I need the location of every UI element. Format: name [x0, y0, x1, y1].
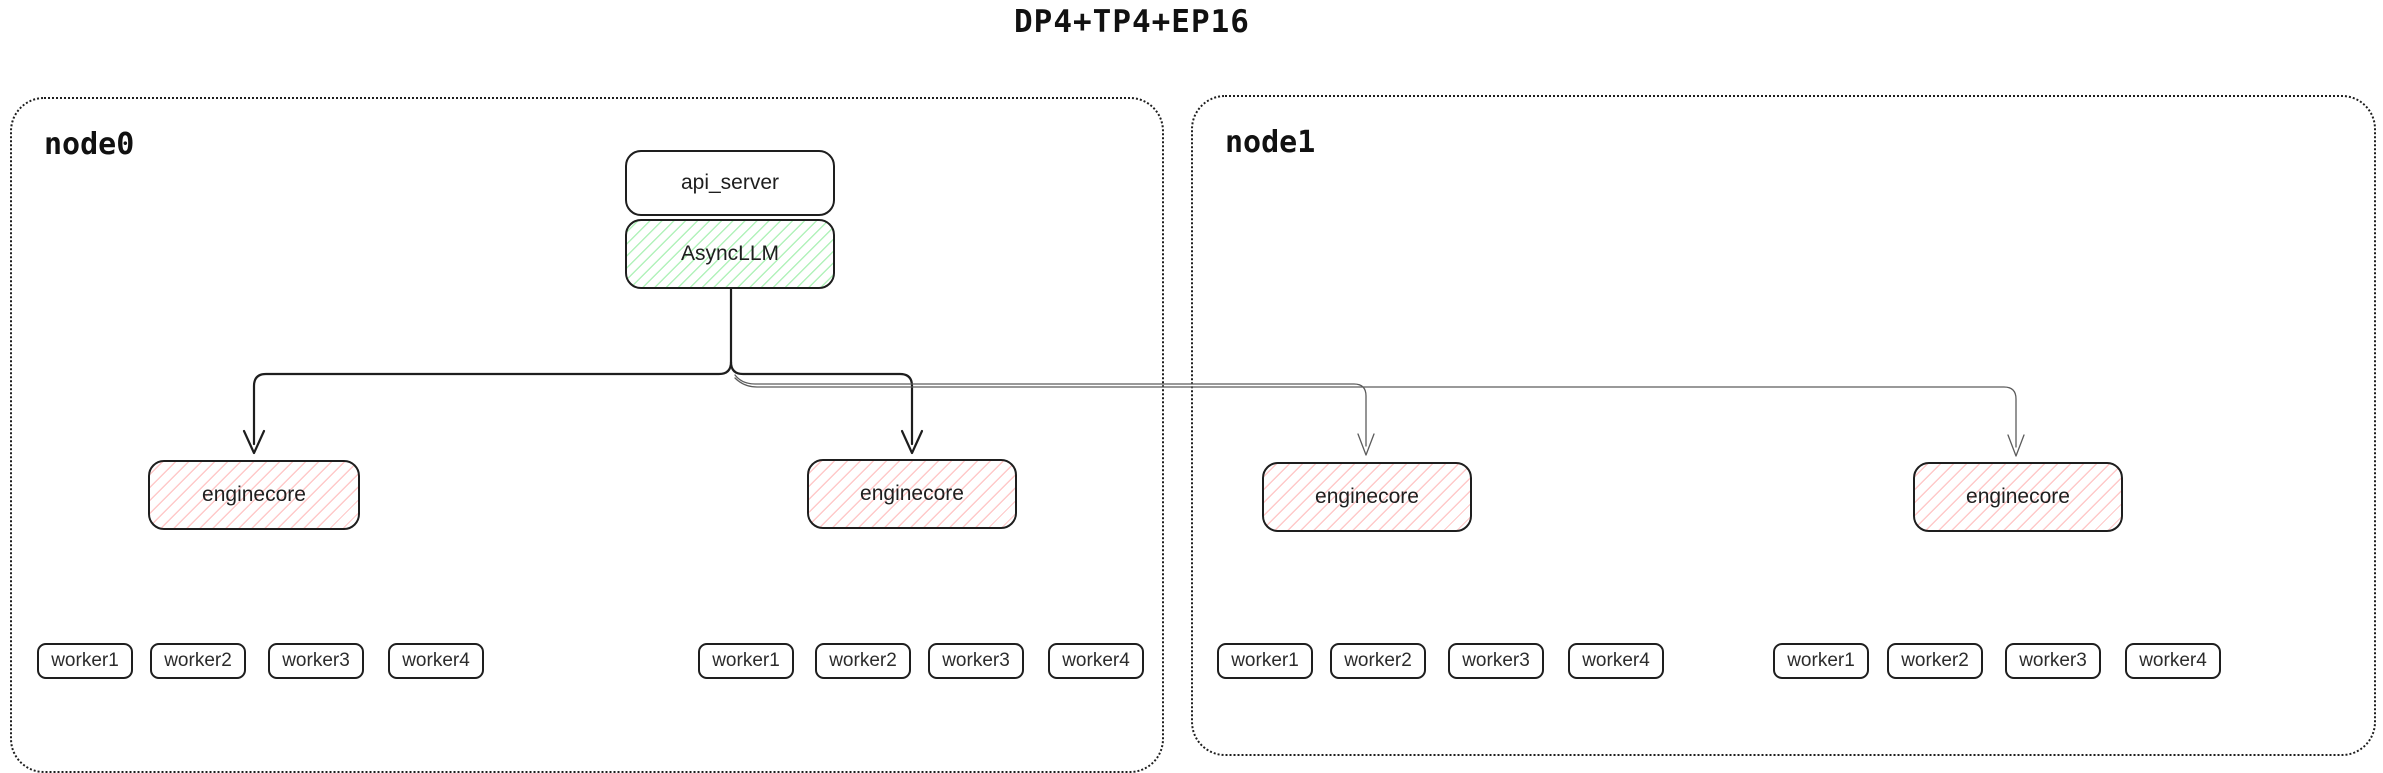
- worker-box: worker4: [1048, 643, 1144, 679]
- asyncllm-box: AsyncLLM: [625, 219, 835, 289]
- worker-box: worker2: [815, 643, 911, 679]
- enginecore-box-4: enginecore: [1913, 462, 2123, 532]
- worker-box: worker4: [388, 643, 484, 679]
- node0-label: node0: [44, 127, 135, 162]
- worker-box: worker1: [1217, 643, 1313, 679]
- diagram-title: DP4+TP4+EP16: [1014, 4, 1250, 40]
- worker-box: worker2: [1330, 643, 1426, 679]
- worker-box: worker3: [268, 643, 364, 679]
- node1-label: node1: [1225, 125, 1316, 160]
- worker-box: worker4: [1568, 643, 1664, 679]
- worker-box: worker3: [928, 643, 1024, 679]
- enginecore-box-1: enginecore: [148, 460, 360, 530]
- worker-box: worker4: [2125, 643, 2221, 679]
- worker-box: worker2: [1887, 643, 1983, 679]
- worker-box: worker1: [37, 643, 133, 679]
- enginecore-box-2: enginecore: [807, 459, 1017, 529]
- worker-box: worker2: [150, 643, 246, 679]
- worker-box: worker1: [698, 643, 794, 679]
- api-server-box: api_server: [625, 150, 835, 216]
- worker-box: worker3: [1448, 643, 1544, 679]
- worker-box: worker1: [1773, 643, 1869, 679]
- enginecore-box-3: enginecore: [1262, 462, 1472, 532]
- worker-box: worker3: [2005, 643, 2101, 679]
